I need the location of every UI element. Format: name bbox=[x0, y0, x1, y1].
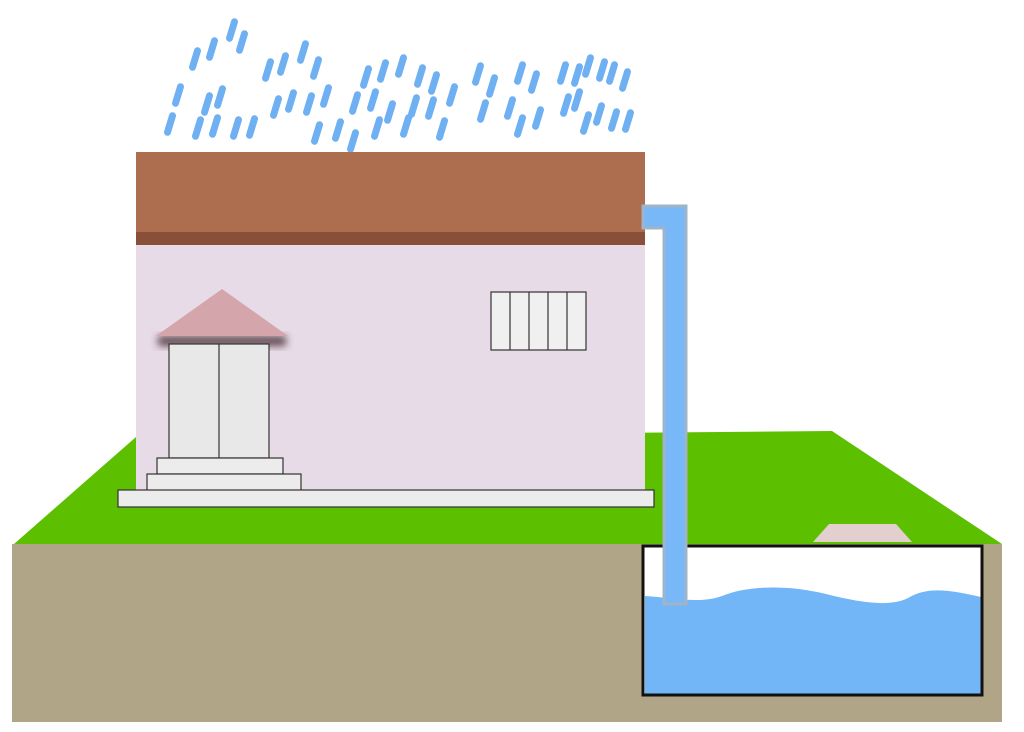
rain-drop bbox=[270, 95, 282, 119]
rain-drop bbox=[560, 93, 572, 117]
rain-drop bbox=[571, 88, 583, 112]
rain-drop bbox=[436, 117, 448, 141]
rain-drop bbox=[428, 71, 440, 95]
plinth bbox=[117, 489, 655, 508]
rain-drop bbox=[262, 58, 274, 82]
rain-drop bbox=[303, 92, 315, 116]
rain-drop bbox=[310, 56, 322, 80]
rain-drop bbox=[395, 54, 407, 78]
rain-drop bbox=[400, 114, 412, 138]
rain-drop bbox=[571, 63, 583, 87]
rain-drop bbox=[297, 40, 309, 64]
rain-drop bbox=[201, 92, 213, 116]
rain-drop bbox=[622, 109, 634, 133]
rain-drop bbox=[596, 58, 608, 82]
rain-drops bbox=[164, 18, 634, 153]
rain-drop bbox=[360, 65, 372, 89]
rain-drop bbox=[172, 83, 184, 107]
tank-outline bbox=[641, 544, 984, 697]
canopy-shadow bbox=[158, 336, 286, 346]
rain-drop bbox=[206, 37, 218, 61]
rain-drop bbox=[164, 112, 176, 136]
rain-drop bbox=[371, 116, 383, 140]
rain-drop bbox=[347, 129, 359, 153]
entrance-steps bbox=[146, 457, 302, 493]
rain-drop bbox=[226, 18, 238, 42]
rain-drop bbox=[277, 52, 289, 76]
door bbox=[168, 343, 270, 459]
rain-drop bbox=[608, 108, 620, 132]
rain-drop bbox=[557, 61, 569, 85]
roof-trim bbox=[136, 232, 645, 245]
rain-drop bbox=[425, 96, 437, 120]
rain-drop bbox=[532, 106, 544, 130]
rain-drop bbox=[593, 102, 605, 126]
window bbox=[490, 291, 587, 351]
rain-drop bbox=[311, 121, 323, 145]
rain-drop bbox=[384, 100, 396, 124]
rain-drop bbox=[619, 68, 631, 92]
rain-drop bbox=[236, 30, 248, 54]
rain-drop bbox=[189, 47, 201, 71]
roof bbox=[136, 152, 645, 234]
rain-drop bbox=[246, 115, 258, 139]
rain-drop bbox=[377, 59, 389, 83]
rain-drop bbox=[414, 64, 426, 88]
rain-drop bbox=[606, 61, 618, 85]
downpipe bbox=[641, 204, 688, 606]
door-canopy bbox=[156, 289, 288, 336]
rain-drop bbox=[477, 99, 489, 123]
rain-drop bbox=[528, 70, 540, 94]
rain-drop bbox=[472, 62, 484, 86]
rain-drop bbox=[514, 61, 526, 85]
rain-drop bbox=[349, 91, 361, 115]
rain-drop bbox=[192, 116, 204, 140]
rain-drop bbox=[209, 114, 221, 138]
rain-drop bbox=[582, 54, 594, 78]
rain-drop bbox=[514, 114, 526, 138]
rain-drop bbox=[486, 74, 498, 98]
rain-drop bbox=[504, 96, 516, 120]
rain-drop bbox=[214, 85, 226, 109]
rain-drop bbox=[320, 84, 332, 108]
rain-drop bbox=[408, 94, 420, 118]
rain-drop bbox=[580, 111, 592, 135]
rain-drop bbox=[446, 83, 458, 107]
rain-drop bbox=[332, 118, 344, 142]
stored-water bbox=[645, 587, 981, 694]
rain-drop bbox=[285, 89, 297, 113]
rain-drop bbox=[230, 116, 242, 140]
tank-lid bbox=[813, 524, 912, 542]
rain-drop bbox=[367, 88, 379, 112]
